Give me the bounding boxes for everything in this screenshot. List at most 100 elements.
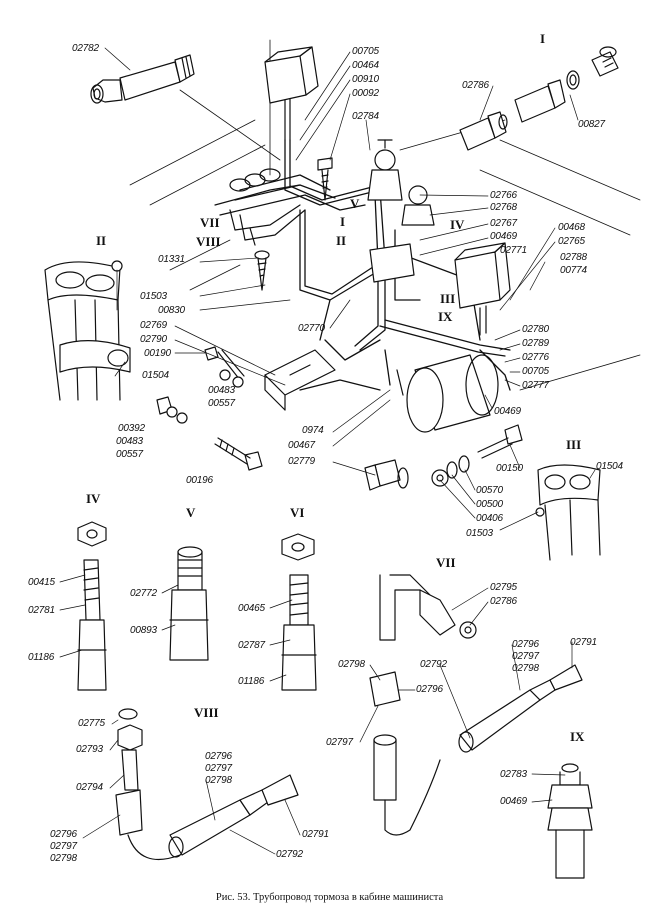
- label-02767: 02767: [490, 218, 517, 229]
- label-02776: 02776: [522, 352, 549, 363]
- roman-IV-detail: IV: [86, 491, 101, 506]
- label-00469-ix: 00469: [500, 796, 527, 807]
- figure-caption: Рис. 53. Трубопровод тормоза в кабине ма…: [215, 892, 444, 903]
- label-02780: 02780: [522, 324, 549, 335]
- roman-II-main: II: [336, 233, 347, 248]
- bolt-00196: [214, 437, 263, 471]
- detail-IV-drawing: [77, 521, 107, 691]
- label-02796-vii: 02796: [512, 639, 539, 650]
- label-02779: 02779: [288, 456, 315, 467]
- label-02789: 02789: [522, 338, 549, 349]
- bracket-02769: [264, 349, 336, 411]
- label-00196: 00196: [186, 475, 213, 486]
- label-00483-upper: 00483: [208, 385, 235, 396]
- label-02791-viii: 02791: [302, 829, 329, 840]
- label-02798-viii: 02798: [205, 775, 232, 786]
- label-00469-mid: 00469: [494, 406, 521, 417]
- label-00469-upper: 00469: [490, 231, 517, 242]
- label-00150: 00150: [496, 463, 523, 474]
- label-02777: 02777: [522, 380, 549, 391]
- roman-VIII-main: VIII: [196, 234, 221, 249]
- label-02783: 02783: [500, 769, 527, 780]
- label-00500: 00500: [476, 499, 503, 510]
- detail-VI-drawing: [281, 533, 317, 691]
- label-02786-top: 02786: [462, 80, 489, 91]
- detail-III-drawing: [535, 464, 601, 561]
- roman-VII-main: VII: [200, 215, 220, 230]
- label-02797-viii: 02797: [205, 763, 232, 774]
- label-00830: 00830: [158, 305, 185, 316]
- roman-IX-detail: IX: [570, 729, 585, 744]
- label-00910: 00910: [352, 74, 379, 85]
- label-02787: 02787: [238, 640, 265, 651]
- roman-VII-detail: VII: [436, 555, 456, 570]
- label-02792-viii: 02792: [276, 849, 303, 860]
- label-02793: 02793: [76, 744, 103, 755]
- fitting-02779: [364, 459, 409, 491]
- coiled-pipes: [214, 168, 306, 246]
- label-02766: 02766: [490, 190, 517, 201]
- air-reservoir: [396, 354, 499, 433]
- roman-III-detail: III: [566, 437, 582, 452]
- leader-lines: [59, 47, 596, 855]
- label-02791-vii: 02791: [570, 637, 597, 648]
- detail-II-drawing: [44, 260, 131, 401]
- label-00392: 00392: [118, 423, 145, 434]
- label-02796-viii-left: 02796: [50, 829, 77, 840]
- hose-02792-upper: [458, 664, 583, 753]
- label-02788: 02788: [560, 252, 587, 263]
- label-02770: 02770: [298, 323, 325, 334]
- label-02768: 02768: [490, 202, 517, 213]
- label-02795: 02795: [490, 582, 517, 593]
- label-00570: 00570: [476, 485, 503, 496]
- label-02782: 02782: [72, 43, 99, 54]
- roman-I-main: I: [340, 214, 346, 229]
- label-02790: 02790: [140, 334, 167, 345]
- label-02797-vii: 02797: [512, 651, 539, 662]
- main-pipework: [219, 139, 511, 391]
- roman-II-detail: II: [96, 233, 107, 248]
- label-0974: 0974: [302, 425, 324, 436]
- label-00774: 00774: [560, 265, 587, 276]
- label-02771: 02771: [500, 245, 527, 256]
- roman-I-detail: I: [540, 31, 546, 46]
- roman-III-main: III: [440, 291, 456, 306]
- bolt-00190: [156, 346, 245, 424]
- label-02798-viii-left: 02798: [50, 853, 77, 864]
- label-00483-lower: 00483: [116, 436, 143, 447]
- label-00705-right: 00705: [522, 366, 549, 377]
- screw-01331: [254, 250, 270, 291]
- label-02794: 02794: [76, 782, 103, 793]
- label-02786-vii: 02786: [490, 596, 517, 607]
- label-01186-iv: 01186: [28, 652, 55, 663]
- label-01503-right: 01503: [466, 528, 493, 539]
- label-00557-upper: 00557: [208, 398, 235, 409]
- detail-V-drawing: [169, 546, 209, 661]
- bolt-00150-set: [431, 424, 523, 487]
- valve-box-top: [264, 46, 319, 141]
- label-01186-vi: 01186: [238, 676, 265, 687]
- label-02798-vii: 02798: [512, 663, 539, 674]
- label-01503-left: 01503: [140, 291, 167, 302]
- label-02784: 02784: [352, 111, 379, 122]
- fitting-02782-drawing: [90, 54, 195, 104]
- label-02772: 02772: [130, 588, 157, 599]
- label-02792-vii: 02792: [420, 659, 447, 670]
- roman-V-main: V: [350, 196, 360, 211]
- label-02796-clamp: 02796: [416, 684, 443, 695]
- label-00468: 00468: [558, 222, 585, 233]
- label-01504-left: 01504: [142, 370, 169, 381]
- label-00557-lower: 00557: [116, 449, 143, 460]
- roman-IX-main: IX: [438, 309, 453, 324]
- brake-valve-center: [367, 139, 435, 226]
- label-00092: 00092: [352, 88, 379, 99]
- label-01504-right: 01504: [596, 461, 623, 472]
- label-02769: 02769: [140, 320, 167, 331]
- label-00190: 00190: [144, 348, 171, 359]
- detail-IX-drawing: [547, 763, 593, 879]
- label-00827: 00827: [578, 119, 605, 130]
- label-00705-top: 00705: [352, 46, 379, 57]
- label-02798-clamp: 02798: [338, 659, 365, 670]
- label-00464: 00464: [352, 60, 379, 71]
